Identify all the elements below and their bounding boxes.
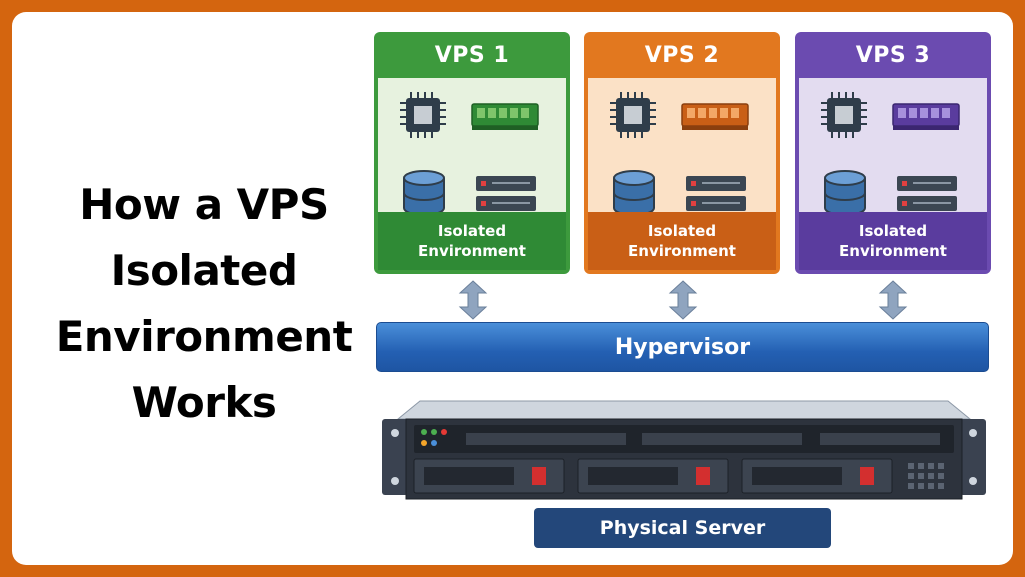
ram-icon bbox=[471, 103, 539, 130]
title-line-1: How a VPS bbox=[79, 180, 329, 229]
vps-footer: Isolated Environment bbox=[378, 212, 566, 270]
database-icon bbox=[824, 170, 866, 216]
drive-icon bbox=[686, 176, 746, 211]
diagram-card: How a VPS Isolated Environment Works VPS… bbox=[12, 12, 1013, 565]
diagram-title: How a VPS Isolated Environment Works bbox=[34, 172, 374, 436]
rack-server-icon bbox=[382, 400, 986, 500]
hypervisor-bar: Hypervisor bbox=[376, 322, 989, 372]
vps-footer-line2: Environment bbox=[839, 242, 947, 260]
drive-icon bbox=[476, 176, 536, 211]
vps-resource-icons bbox=[400, 92, 539, 216]
vps-footer-line1: Isolated bbox=[858, 222, 928, 240]
drive-icon bbox=[897, 176, 957, 211]
title-line-2: Isolated bbox=[110, 246, 298, 295]
cpu-icon bbox=[610, 92, 656, 138]
vps-footer-line2: Environment bbox=[418, 242, 526, 260]
vps-box-1: VPS 1 bbox=[374, 32, 570, 274]
vps-box-3: VPS 3 bbox=[795, 32, 991, 274]
double-arrow-icon bbox=[458, 280, 488, 320]
vps-footer-line1: Isolated bbox=[647, 222, 717, 240]
vps-header: VPS 3 bbox=[855, 42, 931, 68]
vps-footer: Isolated Environment bbox=[799, 212, 987, 270]
vps-resource-icons bbox=[821, 92, 960, 216]
physical-server-label: Physical Server bbox=[534, 508, 831, 548]
database-icon bbox=[403, 170, 445, 216]
vps-body: Isolated Environment bbox=[588, 78, 776, 270]
database-icon bbox=[613, 170, 655, 216]
title-line-4: Works bbox=[131, 378, 277, 427]
vps-header: VPS 2 bbox=[644, 42, 720, 68]
double-arrow-icon bbox=[668, 280, 698, 320]
ram-icon bbox=[892, 103, 960, 130]
cpu-icon bbox=[400, 92, 446, 138]
ram-icon bbox=[681, 103, 749, 130]
vps-footer-line2: Environment bbox=[628, 242, 736, 260]
double-arrow-icon bbox=[878, 280, 908, 320]
title-line-3: Environment bbox=[55, 312, 353, 361]
vps-header: VPS 1 bbox=[434, 42, 510, 68]
vps-body: Isolated Environment bbox=[799, 78, 987, 270]
vps-footer: Isolated Environment bbox=[588, 212, 776, 270]
vps-body: Isolated Environment bbox=[378, 78, 566, 270]
cpu-icon bbox=[821, 92, 867, 138]
vps-box-2: VPS 2 bbox=[584, 32, 780, 274]
vps-footer-line1: Isolated bbox=[437, 222, 507, 240]
vps-resource-icons bbox=[610, 92, 749, 216]
